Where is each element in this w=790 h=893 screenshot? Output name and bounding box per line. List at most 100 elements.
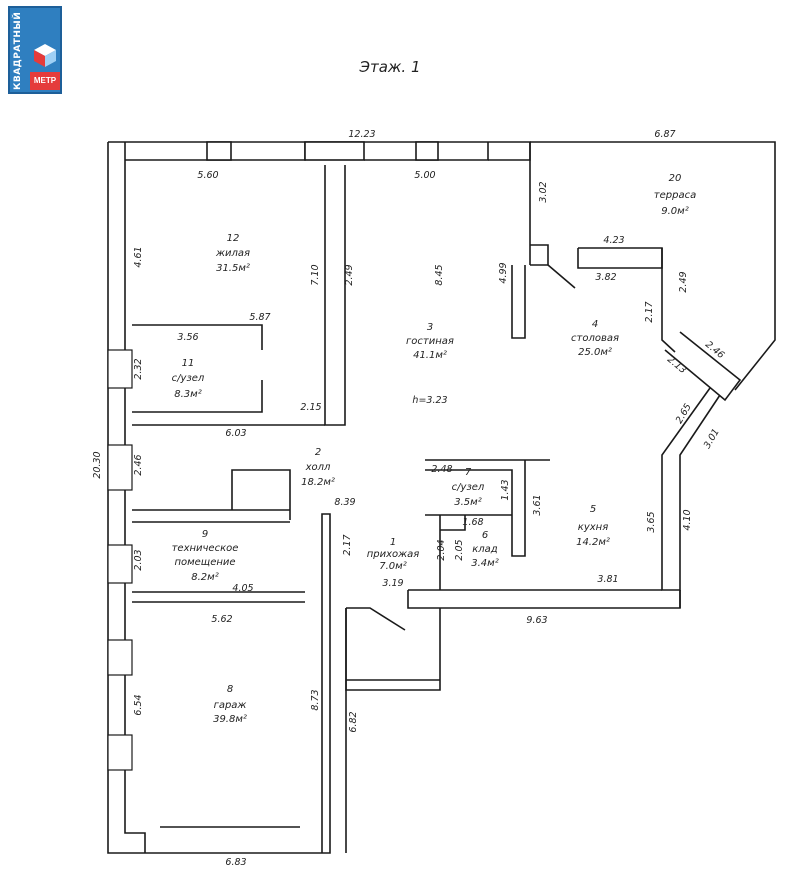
room-9-number: 9: [202, 529, 208, 540]
dim-249a: 2.49: [678, 271, 689, 292]
wall-terrace-diag: [664, 331, 742, 402]
dim-319: 3.19: [382, 578, 403, 589]
room-5-number: 5: [590, 504, 596, 515]
dimension-labels: 12.23 6.87 5.60 5.00 3.02 4.23 3.82 2.49…: [92, 129, 726, 868]
wall-kitchen-diag: [661, 387, 721, 591]
room-5-name: кухня: [578, 522, 608, 533]
wall-terrace-right: [661, 248, 676, 353]
dim-562: 5.62: [211, 614, 232, 625]
wall-bedroom-right: [324, 165, 346, 426]
dim-302: 3.02: [538, 181, 549, 202]
dim-587: 5.87: [249, 312, 270, 323]
room-2-number: 2: [315, 447, 321, 458]
room-8-name: гараж: [214, 700, 247, 711]
room-7-number: 7: [465, 467, 472, 478]
dim-356: 3.56: [177, 332, 198, 343]
room-4-area: 25.0м²: [578, 347, 612, 358]
dim-246b: 2.46: [133, 454, 144, 475]
dim-203: 2.03: [133, 549, 144, 570]
dim-205: 2.05: [454, 539, 465, 560]
dim-217b: 2.17: [342, 534, 353, 555]
dim-248: 2.48: [431, 464, 452, 475]
wall-wc-right: [425, 460, 526, 557]
room-9-name2: помещение: [174, 557, 235, 568]
dim-249b: 2.49: [344, 264, 355, 285]
dim-410: 4.10: [682, 509, 693, 530]
window-top-2: [304, 141, 365, 161]
dim-143: 1.43: [500, 479, 511, 500]
room-8-area: 39.8м²: [213, 714, 247, 725]
dim-215: 2.15: [300, 402, 321, 413]
wall-bath11-top: [132, 324, 263, 350]
door-swing-dining: [547, 264, 576, 289]
terrace-outline: [530, 141, 776, 391]
dim-423: 4.23: [603, 235, 624, 246]
room-3-number: 3: [427, 322, 433, 333]
dim-365: 3.65: [646, 511, 657, 532]
dim-204: 2.04: [436, 539, 447, 560]
dim-168: 1.68: [462, 517, 483, 528]
dim-845: 8.45: [434, 264, 445, 285]
dim-682: 6.82: [348, 711, 359, 732]
dim-710: 7.10: [310, 264, 321, 285]
dim-361: 3.61: [532, 494, 543, 515]
room-20-name: терраса: [654, 190, 696, 201]
cube-icon: [34, 44, 56, 67]
room-7-name: с/узел: [452, 482, 485, 493]
room-12-name: жилая: [215, 248, 250, 259]
dim-603: 6.03: [225, 428, 246, 439]
window-left-2: [107, 444, 133, 491]
dim-654: 6.54: [133, 694, 144, 715]
room-20-area: 9.0м²: [661, 206, 688, 217]
dim-232: 2.32: [133, 358, 144, 379]
room-2-area: 18.2м²: [301, 477, 335, 488]
room-7-area: 3.5м²: [454, 497, 481, 508]
left-windows: [107, 349, 133, 771]
wall-storage-door: [440, 515, 466, 531]
wall-bath11-inner: [132, 380, 263, 413]
dim-213: 2.13: [665, 354, 688, 376]
window-left-4: [107, 639, 133, 676]
dim-2030: 20.30: [92, 451, 103, 478]
room-4-name: столовая: [571, 333, 619, 344]
logo-subtext: МЕТР: [30, 72, 60, 90]
window-left-1: [107, 349, 133, 389]
room-8-number: 8: [227, 684, 233, 695]
wall-terrace-top: [577, 247, 663, 269]
wall-bottom-right: [407, 590, 681, 609]
dim-461: 4.61: [133, 246, 144, 267]
ceiling-height: h=3.23: [412, 395, 447, 406]
dim-683: 6.83: [225, 857, 246, 868]
room-4-number: 4: [592, 319, 598, 330]
dim-839: 8.39: [334, 497, 355, 508]
room-2-name: холл: [305, 462, 331, 473]
window-left-5: [107, 734, 133, 771]
wall-stub: [530, 244, 549, 266]
room-11-name: с/узел: [172, 373, 205, 384]
room-5-area: 14.2м²: [576, 537, 610, 548]
dim-246: 2.46: [703, 339, 726, 361]
window-top-1: [206, 141, 232, 161]
room-9-area: 8.2м²: [191, 572, 218, 583]
room-1-area: 7.0м²: [379, 561, 406, 572]
dim-382: 3.82: [595, 272, 616, 283]
dim-381: 3.81: [597, 574, 618, 585]
door-entrance: [346, 607, 406, 631]
wall-living-stub: [511, 265, 526, 339]
room-12-area: 31.5м²: [216, 263, 250, 274]
room-3-area: 41.1м²: [413, 350, 447, 361]
window-top-3: [415, 141, 439, 161]
room-labels: 1 прихожая 7.0м² 2 холл 18.2м² 3 гостина…: [172, 173, 697, 725]
top-wall-inner2: [364, 142, 489, 161]
room-20-number: 20: [669, 173, 682, 184]
room-3-name: гостиная: [406, 336, 454, 347]
room-6-number: 6: [482, 530, 488, 541]
dim-terrace-top: 6.87: [654, 129, 675, 140]
window-left-3: [107, 544, 133, 584]
dim-873: 8.73: [310, 689, 321, 710]
vestibule-walls: [345, 608, 441, 691]
dim-560: 5.60: [197, 170, 218, 181]
dim-499: 4.99: [498, 262, 509, 283]
floor-title: Этаж. 1: [359, 58, 421, 76]
